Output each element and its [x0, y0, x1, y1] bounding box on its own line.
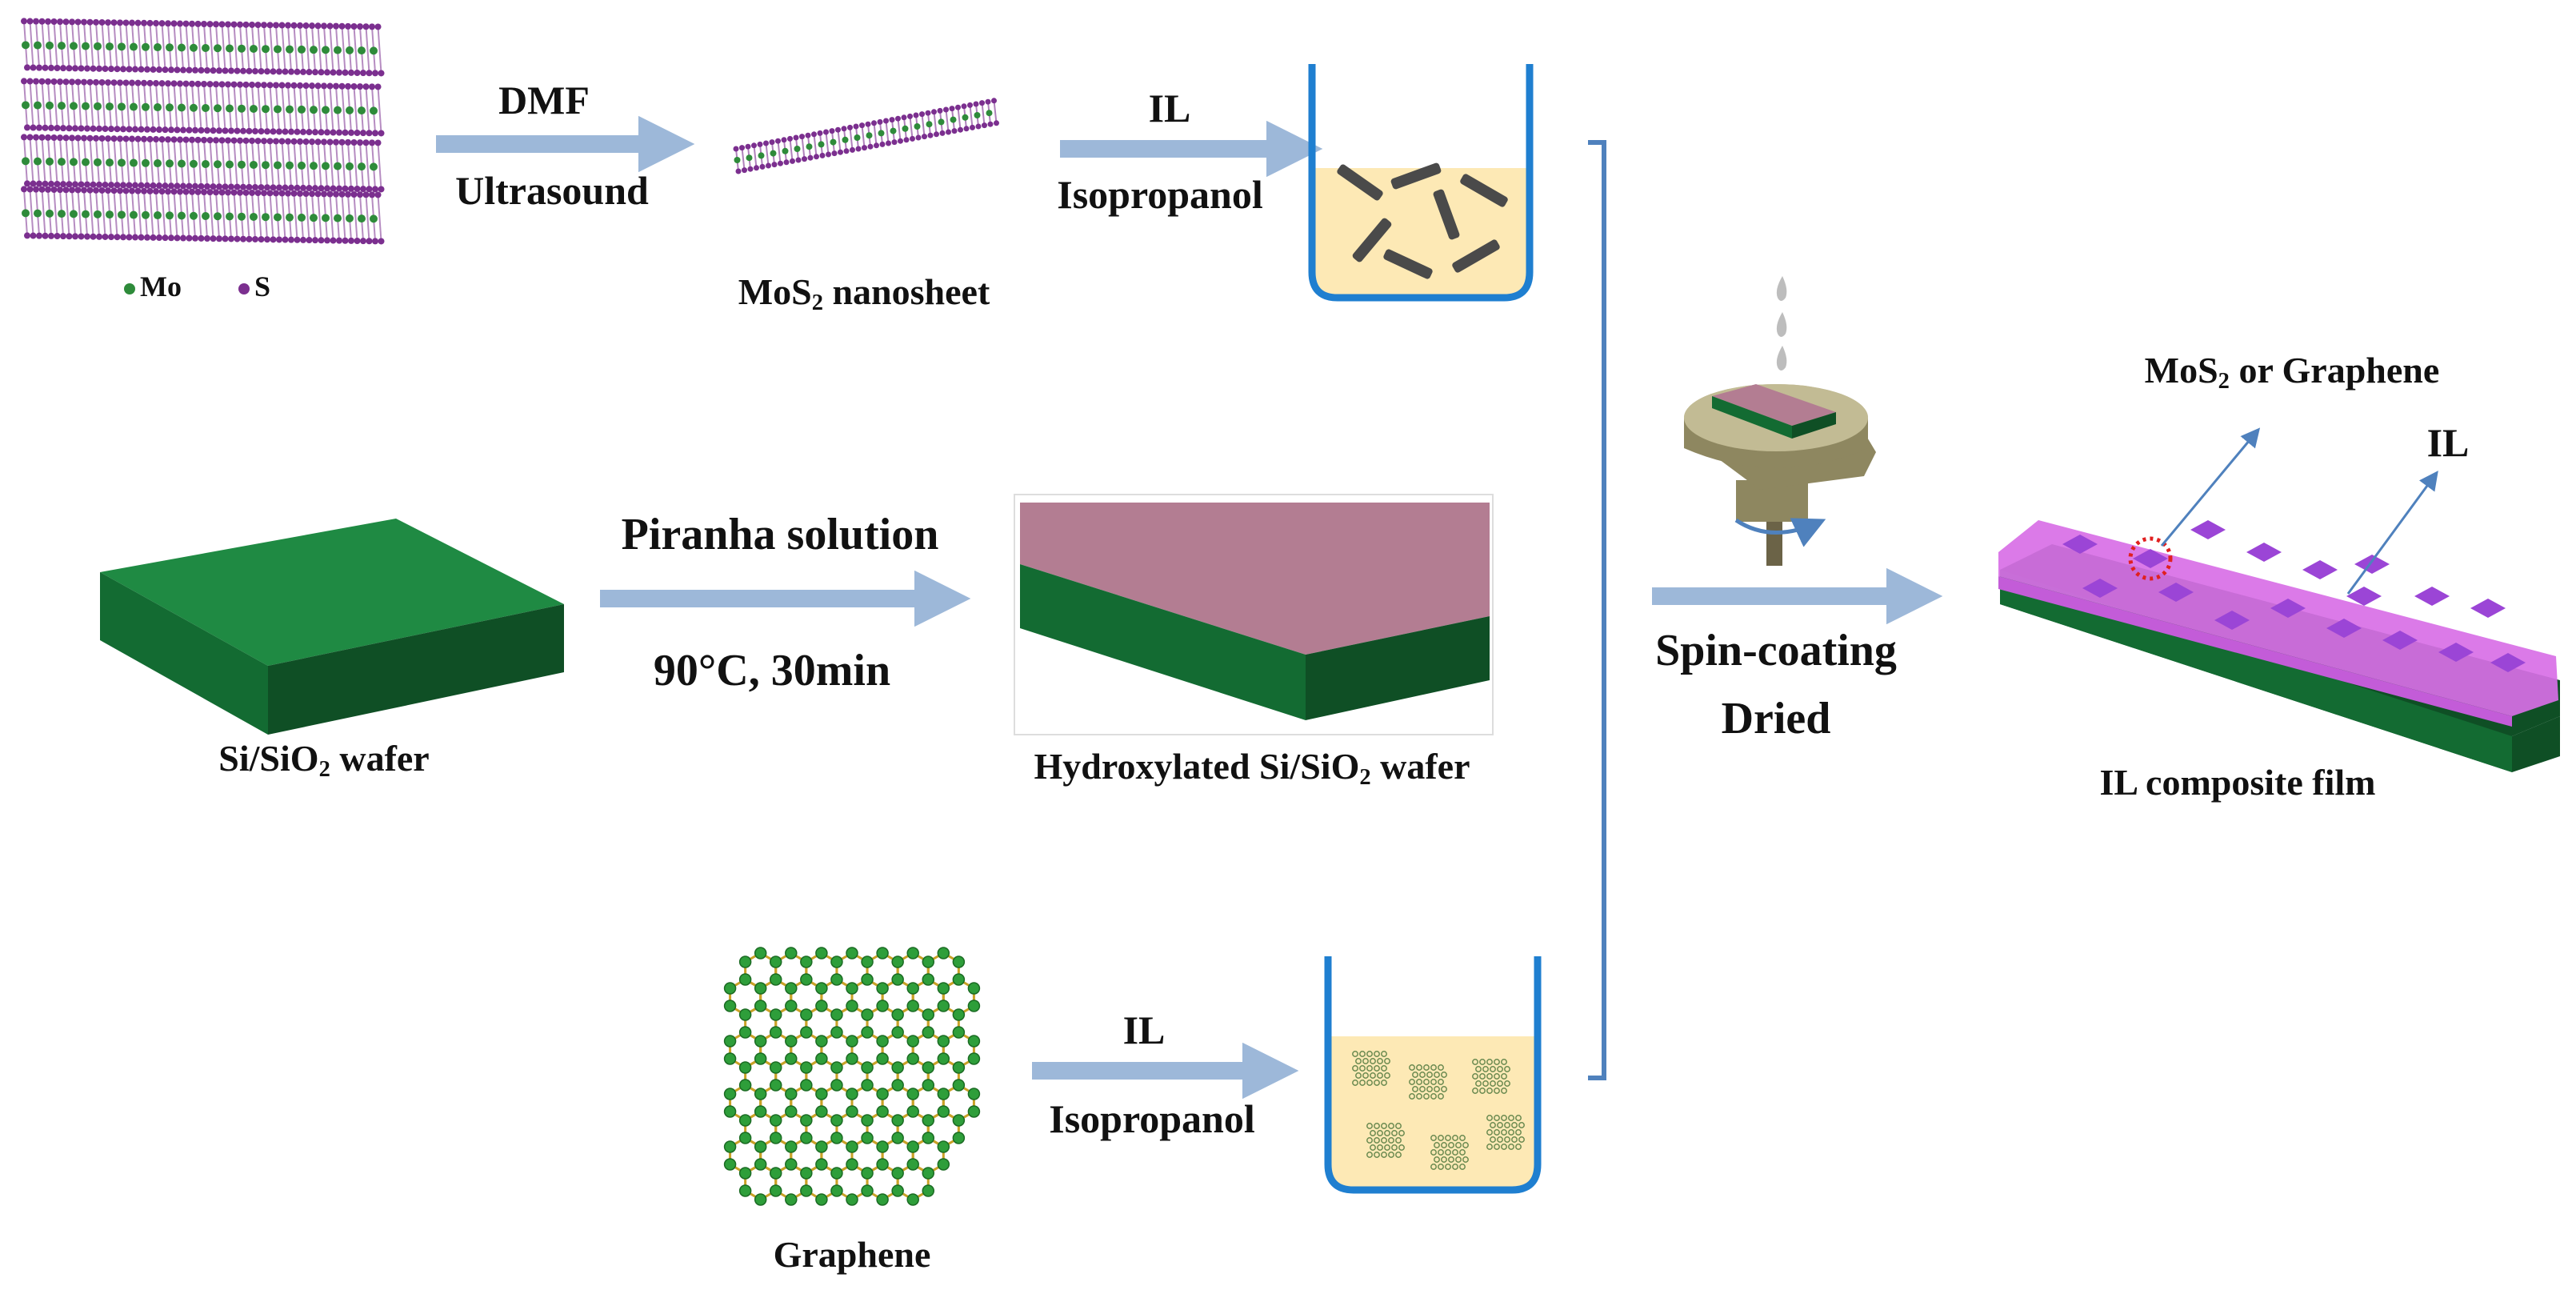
label-hydroxylated-wafer: Hydroxylated Si/SiO2 wafer: [1034, 746, 1470, 789]
il-composite-film: [1998, 427, 2560, 772]
hydroxylated-text: Hydroxylated Si/SiO: [1034, 746, 1360, 787]
mos2-text: MoS: [738, 271, 812, 312]
beaker-graphene-dispersion: [1324, 956, 1542, 1194]
mos2-subscript: 2: [811, 290, 823, 316]
bracket: [1588, 140, 1606, 1080]
label-graphene: Graphene: [773, 1234, 931, 1275]
label-isopropanol-bottom: Isopropanol: [1049, 1096, 1255, 1141]
label-ultrasound: Ultrasound: [455, 168, 649, 213]
label-mos2-nanosheet: MoS2 nanosheet: [738, 271, 990, 314]
mos2-or-subscript: 2: [2218, 369, 2230, 395]
label-spin-coating: Spin-coating: [1655, 626, 1897, 675]
or-graphene-text: or Graphene: [2229, 350, 2440, 391]
label-il-composite-film: IL composite film: [2099, 762, 2376, 803]
mos2-or-text: MoS: [2144, 350, 2218, 391]
legend-mo-label: Mo: [140, 270, 182, 302]
label-temp-time: 90°C, 30min: [653, 646, 891, 695]
mo-dot-icon: [124, 283, 135, 294]
mos2-nanosheet-illustration: [733, 98, 999, 174]
pointer-line-il: [2346, 471, 2438, 595]
label-dmf: DMF: [498, 78, 590, 122]
label-isopropanol-top: Isopropanol: [1057, 172, 1263, 217]
si-sio2-wafer: [100, 519, 564, 735]
spin-coater: [1684, 276, 1876, 566]
label-mos2-or-graphene: MoS2 or Graphene: [2144, 350, 2440, 393]
hydroxylated-word: wafer: [1370, 746, 1470, 787]
highlight-circle: [2128, 536, 2173, 581]
nanosheet-text: nanosheet: [822, 271, 990, 312]
label-piranha: Piranha solution: [621, 510, 939, 559]
label-dried: Dried: [1721, 694, 1831, 743]
beaker-mos2-dispersion: [1308, 64, 1534, 302]
legend-mo: Mo: [124, 272, 182, 301]
mos2-bulk-crystal: [21, 18, 385, 245]
hydroxylated-subscript: 2: [1359, 765, 1371, 791]
wafer-text: Si/SiO: [218, 738, 319, 779]
label-si-wafer: Si/SiO2 wafer: [218, 738, 430, 781]
legend-s: S: [238, 272, 270, 301]
wafer-subscript: 2: [318, 757, 330, 783]
label-il-right: IL: [2426, 420, 2470, 465]
legend-s-label: S: [254, 270, 271, 302]
graphene-lattice: [723, 947, 981, 1206]
label-il-top: IL: [1148, 86, 1191, 130]
wafer-word: wafer: [330, 738, 430, 779]
pointer-line-mos2: [2160, 427, 2261, 547]
s-dot-icon: [238, 283, 250, 294]
hydroxylated-wafer: [1014, 494, 1494, 735]
label-il-bottom: IL: [1122, 1008, 1166, 1052]
